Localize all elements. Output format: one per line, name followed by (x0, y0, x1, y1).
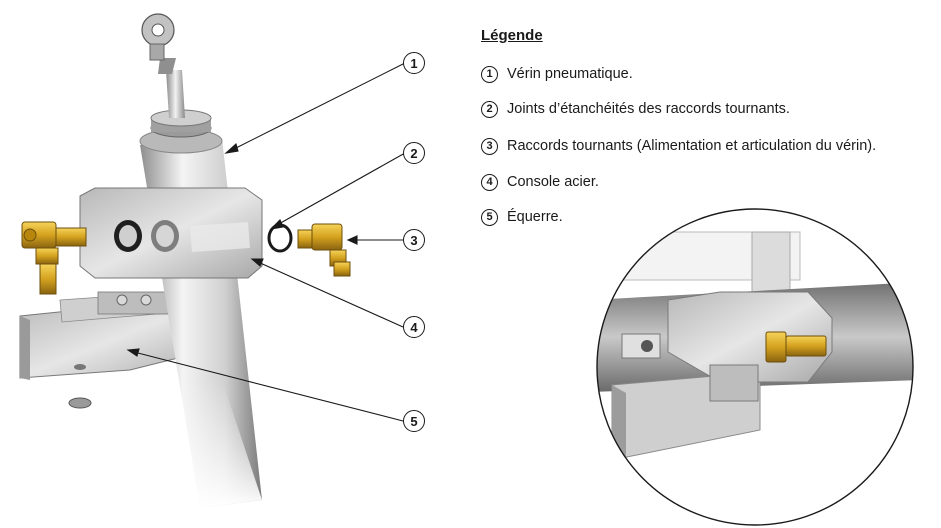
callout-5: 5 (403, 410, 425, 432)
legend-item-equerre: 5 Équerre. (481, 207, 563, 227)
callout-1: 1 (403, 52, 425, 74)
console-plate (79, 187, 263, 279)
callout-4: 4 (403, 316, 425, 338)
equerre-bracket (19, 291, 211, 409)
legend-title: Légende (481, 27, 543, 44)
legend-item-label: Raccords tournants (Alimentation et arti… (507, 138, 877, 154)
brass-fitting-left (21, 221, 87, 295)
brass-fitting-right (297, 223, 351, 277)
callout-3: 3 (403, 229, 425, 251)
main-assembly (19, 13, 406, 508)
legend-number: 4 (481, 173, 498, 191)
legend-number: 1 (481, 65, 498, 83)
legend-item-console: 4 Console acier. (481, 172, 599, 192)
legend-item-label: Console acier. (507, 174, 599, 190)
leader-lines (126, 62, 406, 422)
legend-number: 3 (481, 137, 498, 155)
zoom-detail-view (596, 208, 914, 526)
legend-number: 2 (481, 100, 498, 118)
legend-item-joints: 2 Joints d’étanchéités des raccords tour… (481, 99, 790, 119)
callout-2: 2 (403, 142, 425, 164)
legend-item-raccords: 3 Raccords tournants (Alimentation et ar… (481, 136, 876, 156)
legend-item-label: Équerre. (507, 209, 563, 225)
legend-item-label: Joints d’étanchéités des raccords tourna… (507, 101, 790, 117)
legend-item-verin: 1 Vérin pneumatique. (481, 64, 633, 84)
legend-item-label: Vérin pneumatique. (507, 66, 633, 82)
legend-number: 5 (481, 208, 498, 226)
